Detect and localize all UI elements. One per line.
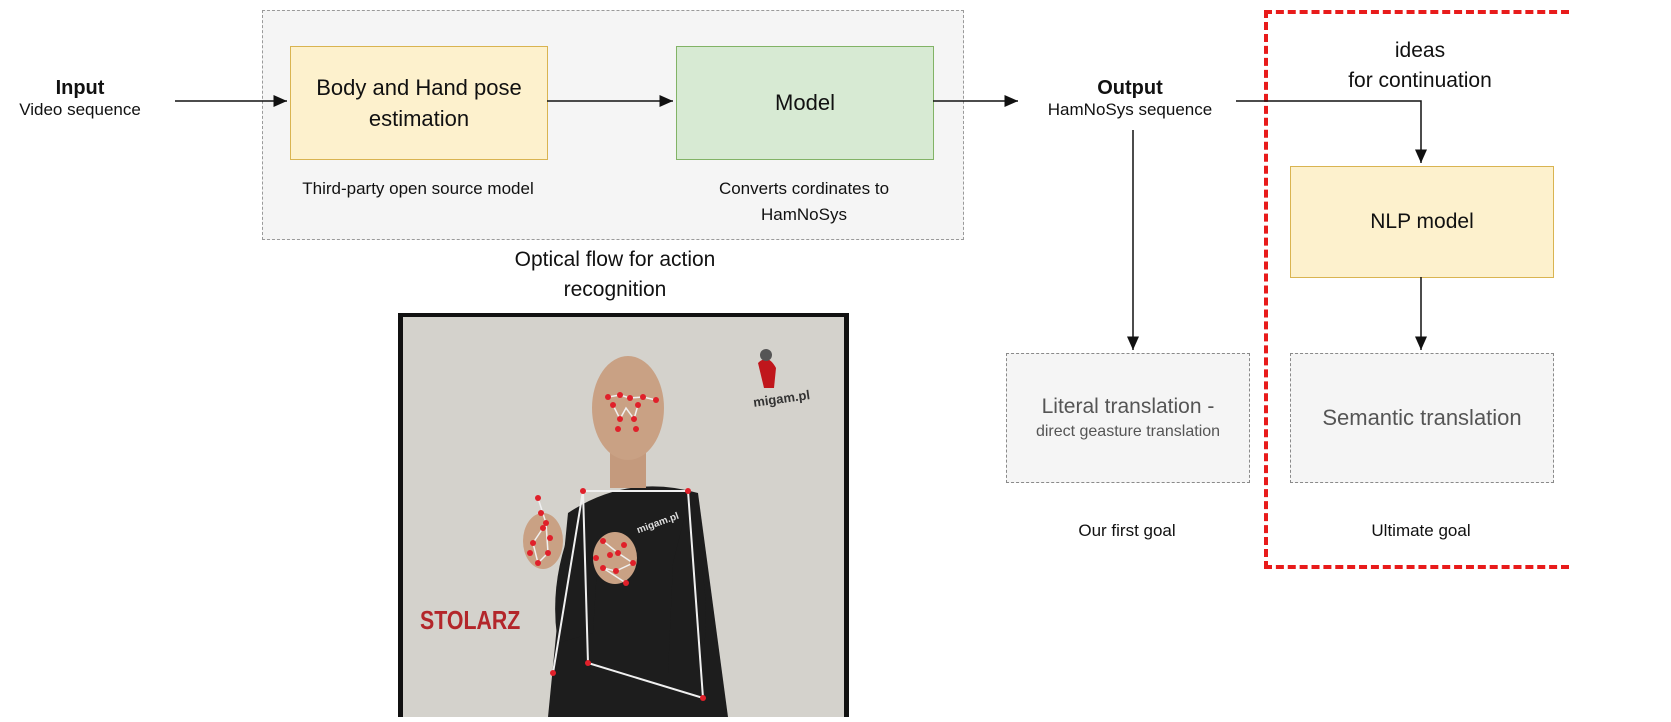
arrow-output-to-nlp — [1236, 100, 1427, 163]
pose-caption: Third-party open source model — [302, 179, 534, 198]
ultimate-caption: Ultimate goal — [1371, 521, 1471, 540]
migam-logo-dot — [760, 349, 772, 361]
nlp-model-label: NLP model — [1370, 210, 1474, 233]
optical-flow-label: Optical flow for action recognition — [514, 248, 716, 301]
semantic-translation-box: Semantic translation — [1290, 353, 1554, 483]
literal-translation-box: Literal translation - direct geasture tr… — [1006, 353, 1250, 483]
left-hand — [523, 513, 563, 569]
skeleton-lines — [552, 490, 705, 700]
person-head — [592, 356, 664, 460]
literal-translation-line2: direct geasture translation — [1035, 423, 1221, 440]
face-skeleton-2 — [612, 404, 639, 421]
output-subtitle: HamNoSys sequence — [1047, 100, 1213, 119]
person-right-arm — [668, 503, 706, 673]
input-node: Input Video sequence — [0, 77, 160, 120]
model-label: Model — [775, 90, 835, 115]
pose-visualization — [403, 317, 844, 717]
model-caption: Converts cordinates to HamNoSys — [718, 179, 890, 224]
input-subtitle: Video sequence — [19, 100, 141, 119]
model-box: Model — [676, 46, 934, 160]
left-hand-skeleton — [532, 497, 549, 565]
sign-word: STOLARZ — [420, 605, 521, 635]
semantic-translation-label: Semantic translation — [1322, 405, 1522, 430]
keypoints — [527, 392, 706, 701]
input-title: Input — [55, 77, 105, 99]
continuation-label: ideas for continuation — [1348, 39, 1492, 92]
output-title: Output — [1097, 77, 1163, 99]
output-node: Output HamNoSys sequence — [1030, 77, 1230, 120]
migam-logo-icon — [758, 359, 776, 388]
literal-translation-line1: Literal translation - — [1041, 395, 1215, 418]
video-frame: migam.pl migam.pl STOLARZ — [398, 313, 849, 717]
literal-caption: Our first goal — [1078, 521, 1176, 540]
pose-estimation-box: Body and Hand pose estimation — [290, 46, 548, 160]
right-hand-skeleton — [602, 540, 635, 584]
continuation-region — [1264, 10, 1569, 569]
nlp-model-box: NLP model — [1290, 166, 1554, 278]
pose-estimation-label: Body and Hand pose estimation — [316, 75, 522, 131]
